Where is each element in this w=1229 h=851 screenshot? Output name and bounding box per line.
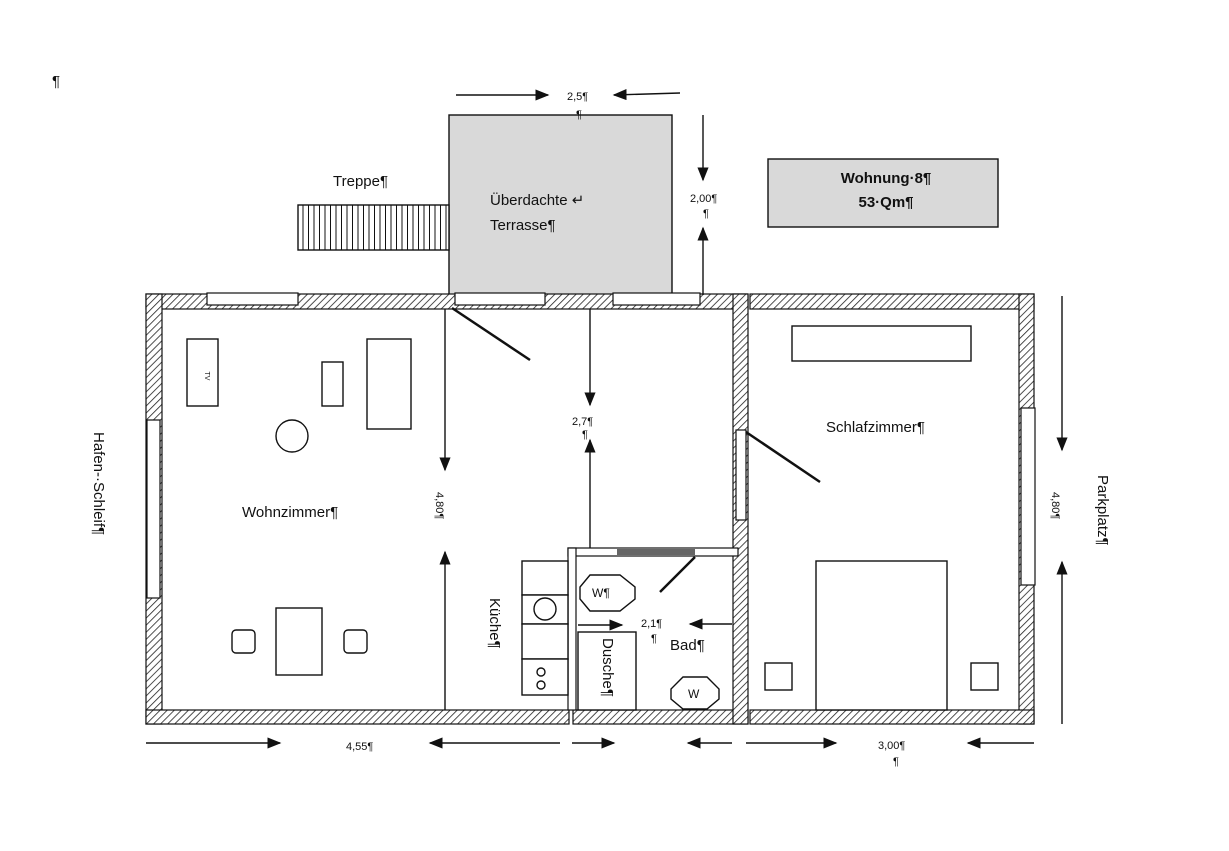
dining-table	[275, 607, 323, 676]
kitchen-counter	[521, 560, 569, 696]
kitchen-label: Küche¶	[486, 598, 503, 649]
bathroom-label: Bad¶	[670, 637, 705, 654]
living-furniture: TV	[186, 338, 412, 676]
hall-depth-dimension: 2,7¶	[572, 416, 593, 428]
windows	[146, 292, 1036, 599]
apartment-area: 53·Qm¶	[858, 194, 913, 211]
round-table	[275, 419, 309, 453]
dimension-mark: ¶	[582, 429, 588, 441]
dimension-mark: ¶	[651, 633, 657, 645]
bed	[815, 560, 948, 711]
kitchen-bath-wall	[567, 547, 577, 711]
harbor-label: Hafen-·Schleif¶	[90, 432, 107, 535]
dimension-arrows	[146, 89, 1068, 749]
shower-label: Dusche¶	[599, 638, 616, 697]
nightstand	[970, 662, 999, 691]
bath-width-dimension: 2,1¶	[641, 618, 662, 630]
shower	[577, 631, 637, 711]
sink	[533, 597, 557, 621]
chair	[231, 629, 256, 654]
bedroom-label: Schlafzimmer¶	[826, 419, 925, 436]
bedroom-depth-dimension: 4,80¶	[1049, 492, 1061, 519]
paragraph-mark: ¶	[52, 73, 60, 90]
apartment-title-box	[767, 158, 999, 228]
toilet	[579, 574, 636, 612]
side-table	[321, 361, 344, 407]
parking-label: Parkplatz¶	[1094, 475, 1111, 546]
washbasin	[670, 676, 720, 710]
terrace-door	[451, 306, 531, 362]
chair	[343, 629, 368, 654]
stairs-label: Treppe¶	[333, 173, 388, 190]
stove	[521, 658, 569, 696]
bathroom-door-opening	[617, 549, 695, 555]
bathroom-door	[659, 556, 696, 593]
apartment-name: Wohnung·8¶	[841, 170, 932, 187]
terrace-label-line2: Terrasse¶	[490, 217, 556, 234]
wardrobe	[791, 325, 972, 362]
bedroom-furniture	[764, 325, 999, 711]
living-width-dimension: 4,55¶	[346, 741, 373, 753]
tv-label: TV	[203, 372, 210, 381]
nightstand	[764, 662, 793, 691]
living-room-label: Wohnzimmer¶	[242, 504, 338, 521]
sofa	[366, 338, 412, 430]
bedroom-width-dimension: 3,00¶	[878, 740, 905, 752]
washbasin-label: W	[688, 687, 700, 701]
dimension-mark: ¶	[893, 756, 899, 768]
terrace-depth-dimension: 2,00¶	[690, 193, 717, 205]
living-depth-dimension: 4,80¶	[433, 492, 445, 519]
dimension-mark: ¶	[703, 208, 709, 220]
dimension-mark: ¶	[576, 109, 582, 121]
terrace-label-line1: Überdachte ↵	[490, 191, 584, 209]
covered-terrace	[448, 114, 673, 296]
tv-cabinet	[186, 338, 219, 407]
toilet-label: W¶	[592, 586, 610, 600]
bedroom-door	[745, 430, 821, 484]
terrace-width-dimension: 2,5¶	[567, 91, 588, 103]
stairs	[297, 204, 450, 251]
